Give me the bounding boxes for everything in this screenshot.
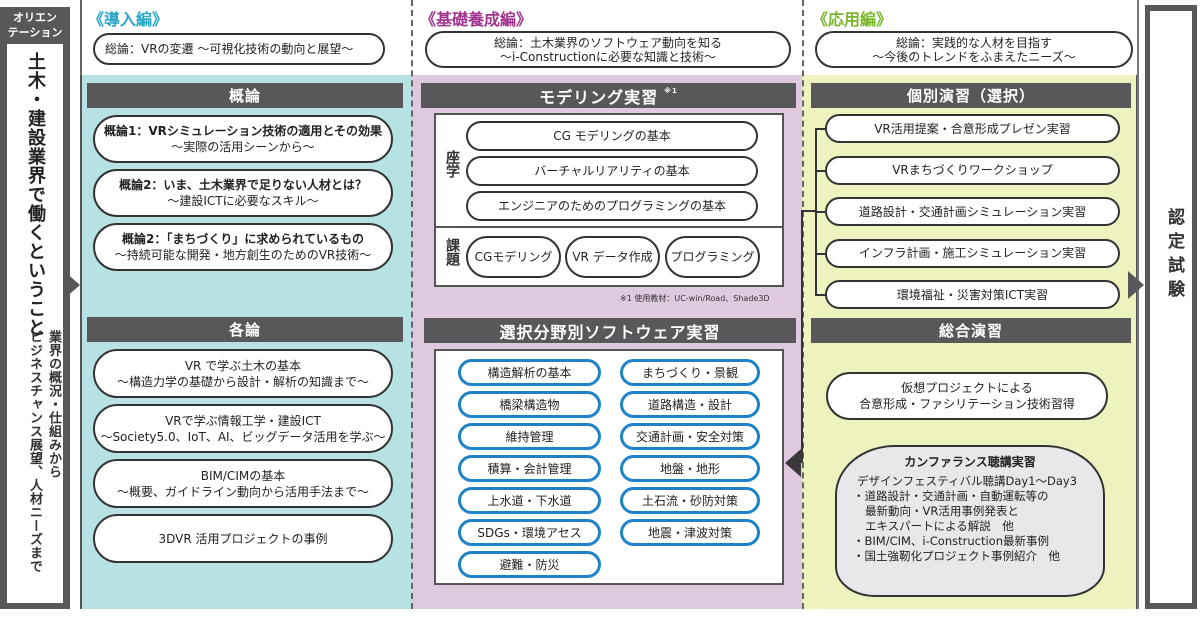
comprehensive-header: 総合演習 — [811, 318, 1131, 343]
individual-exercise-item: 環境福祉・災害対策ICT実習 — [825, 280, 1120, 309]
connector-line — [801, 210, 803, 463]
basic-summary: 総論：土木業界のソフトウェア動向を知る 〜i-Constructionに必要な知… — [425, 31, 791, 68]
orientation-sub-text-2: ビジネスチャンス展望、人材ニーズまで — [27, 330, 42, 573]
task-item: CGモデリング — [466, 236, 561, 278]
individual-header: 個別演習（選択） — [811, 83, 1131, 108]
software-item: 地震・津波対策 — [620, 519, 760, 546]
connector-line — [815, 169, 827, 172]
basic-section-title: 《基礎養成編》 — [420, 10, 533, 29]
column-divider — [411, 0, 413, 609]
virtual-project-item: 仮想プロジェクトによる 合意形成・ファシリテーション技術習得 — [826, 372, 1108, 420]
intro-section-title: 《導入編》 — [88, 10, 169, 29]
specifics-item: VR で学ぶ土木の基本 〜構造力学の基礎から設計・解析の知識まで〜 — [93, 349, 393, 398]
conference-box: カンファランス聴講実習 デザインフェスティバル聴講Day1〜Day3 ・道路設計… — [835, 445, 1105, 597]
task-item: VR データ作成 — [565, 236, 660, 278]
software-item: 避難・防災 — [458, 551, 601, 578]
connector-line — [815, 128, 827, 130]
connector-line — [815, 294, 827, 296]
column-divider — [1137, 0, 1139, 609]
overview-header: 概論 — [87, 83, 403, 108]
connector-line — [815, 211, 827, 213]
software-item: 構造解析の基本 — [458, 359, 601, 386]
specifics-header: 各論 — [87, 317, 403, 342]
individual-exercise-item: VR活用提案・合意形成プレゼン実習 — [825, 114, 1120, 143]
column-divider — [802, 0, 804, 609]
certification-label: 認定試験 — [1164, 208, 1184, 304]
software-header: 選択分野別ソフトウェア実習 — [424, 318, 796, 343]
software-item: SDGs・環境アセス — [458, 519, 601, 546]
lecture-item: バーチャルリアリティの基本 — [466, 156, 758, 186]
overview-item: 概論2：いま、土木業界で足りない人材とは？ 〜建設ICTに必要なスキル〜 — [93, 169, 393, 217]
software-item: 道路構造・設計 — [620, 391, 760, 418]
lecture-item: CG モデリングの基本 — [466, 121, 758, 151]
software-item: 交通計画・安全対策 — [620, 423, 760, 450]
footnote: ※1 使用教材：UC-win/Road、Shade3D — [620, 294, 770, 303]
specifics-item: VRで学ぶ情報工学・建設ICT 〜Society5.0、IoT、AI、ビッグデー… — [93, 404, 393, 453]
orientation-box — [7, 44, 63, 603]
column-divider — [80, 0, 82, 75]
lecture-item: エンジニアのためのプログラミングの基本 — [466, 191, 758, 221]
individual-exercise-item: VRまちづくりワークショップ — [825, 155, 1120, 185]
connector-line — [802, 210, 816, 212]
software-item: 維持管理 — [458, 423, 601, 450]
applied-summary: 総論：実践的な人材を目指す 〜今後のトレンドをふまえたニーズ〜 — [815, 31, 1133, 68]
specifics-item: BIM/CIMの基本 〜概要、ガイドライン動向から活用手法まで〜 — [93, 459, 393, 508]
software-item: 橋梁構造物 — [458, 391, 601, 418]
task-item: プログラミング — [665, 236, 760, 278]
software-item: 土石流・砂防対策 — [620, 487, 760, 514]
intro-summary: 総論：VRの変遷 〜可視化技術の動向と展望〜 — [93, 33, 385, 65]
lecture-label: 座学 — [444, 150, 460, 178]
orientation-header: オリエン テーション — [7, 11, 63, 39]
certification-box — [1150, 11, 1192, 603]
arrow-right-icon — [64, 271, 80, 299]
task-label: 課題 — [444, 238, 460, 266]
applied-section-title: 《応用編》 — [812, 10, 893, 29]
software-item: 上水道・下水道 — [458, 487, 601, 514]
orientation-sub-text-1: 業界の概況・仕組みから — [46, 330, 61, 479]
software-item: 地盤・地形 — [620, 455, 760, 482]
connector-line — [815, 252, 827, 255]
overview-item: 概論1：VRシミュレーション技術の適用とその効果 〜実際の活用シーンから〜 — [93, 115, 393, 163]
modeling-header: モデリング実習※1 — [421, 83, 796, 108]
arrow-right-icon — [1128, 271, 1144, 299]
individual-exercise-item: 道路設計・交通計画シミュレーション実習 — [825, 197, 1120, 226]
overview-item: 概論2：「まちづくり」に求められているもの 〜持続可能な開発・地方創生のためのV… — [93, 223, 393, 271]
software-item: 積算・会計管理 — [458, 455, 601, 482]
orientation-main-text: 土木・建設業界で働くということ — [25, 52, 46, 337]
arrow-left-icon — [785, 449, 801, 477]
specifics-item: 3DVR 活用プロジェクトの事例 — [93, 514, 393, 563]
individual-exercise-item: インフラ計画・施工シミュレーション実習 — [825, 238, 1120, 268]
software-item: まちづくり・景観 — [620, 359, 760, 386]
